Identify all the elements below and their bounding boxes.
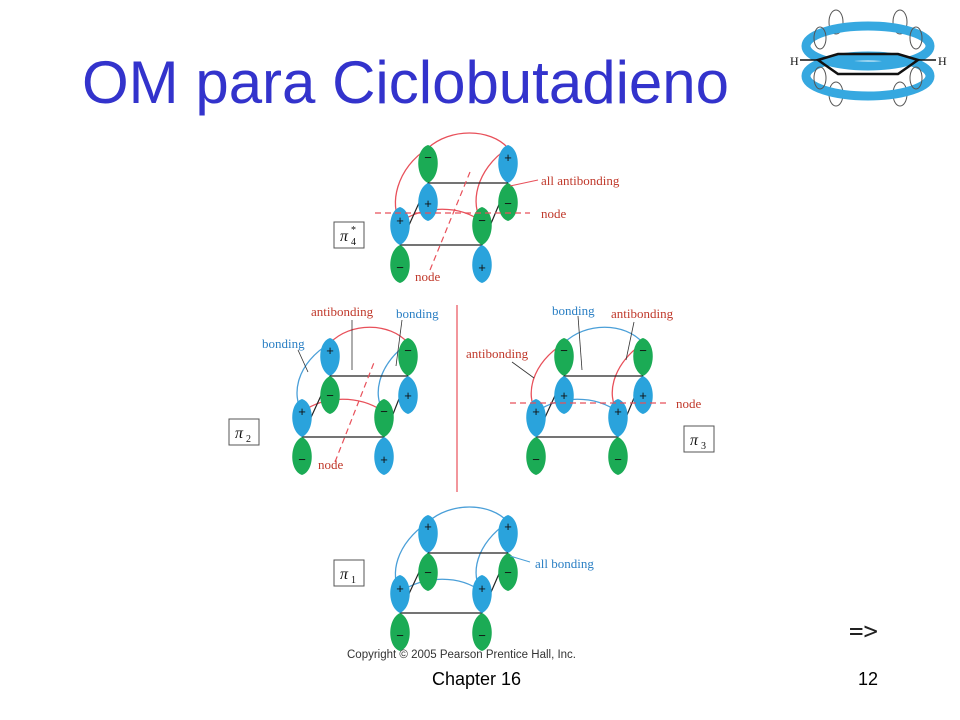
pi4-annot-node-diagonal: node bbox=[415, 269, 441, 284]
sign: − bbox=[478, 213, 486, 228]
sign: − bbox=[639, 343, 647, 358]
pi3-annot-bonding: bonding bbox=[552, 303, 595, 318]
pi3-annot-node: node bbox=[676, 396, 702, 411]
pi1-label: π bbox=[340, 566, 349, 583]
pi2-annot-antibonding: antibonding bbox=[311, 304, 374, 319]
sign: + bbox=[478, 581, 486, 596]
sign: − bbox=[504, 565, 512, 580]
sign: + bbox=[396, 581, 404, 596]
pi2-annot-bonding-left: bonding bbox=[262, 336, 305, 351]
sign: + bbox=[380, 452, 388, 467]
sign: + bbox=[396, 213, 404, 228]
sign: + bbox=[504, 519, 512, 534]
sign: − bbox=[326, 388, 334, 403]
pi3-annot-antibonding-top: antibonding bbox=[611, 306, 674, 321]
sign: − bbox=[424, 150, 432, 165]
sign: − bbox=[478, 628, 486, 643]
copyright-notice: Copyright © 2005 Pearson Prentice Hall, … bbox=[347, 649, 577, 661]
sign: − bbox=[298, 452, 306, 467]
pi2-label-sub: 2 bbox=[246, 434, 251, 445]
footer-page-number: 12 bbox=[858, 669, 879, 689]
pi4-orbital: − + + − + − − + all antibonding node nod… bbox=[333, 132, 620, 284]
pi2-orbital: + − − + + − − + antibonding bonding bond… bbox=[228, 304, 439, 475]
pi3-label-sub: 3 bbox=[701, 441, 706, 452]
pi2-annot-node: node bbox=[318, 457, 344, 472]
pi4-label-sub: 4 bbox=[351, 237, 356, 248]
pi3-annot-antibonding-left: antibonding bbox=[466, 346, 529, 361]
sign: − bbox=[614, 452, 622, 467]
sign: + bbox=[326, 343, 334, 358]
pi1-orbital: + + − − + + − − all bonding π 1 bbox=[333, 506, 594, 651]
pi1-label-sub: 1 bbox=[351, 575, 356, 586]
benzene-pi-logo: H H bbox=[790, 9, 947, 107]
sign: + bbox=[532, 404, 540, 419]
sign: − bbox=[532, 452, 540, 467]
logo-h-left: H bbox=[790, 54, 799, 68]
pi2-label: π bbox=[235, 425, 244, 442]
footer-chapter: Chapter 16 bbox=[432, 669, 522, 689]
sign: + bbox=[424, 519, 432, 534]
next-slide-arrow[interactable]: => bbox=[849, 617, 878, 645]
sign: + bbox=[614, 404, 622, 419]
pi4-label-star: * bbox=[351, 225, 356, 236]
sign: + bbox=[639, 388, 647, 403]
pi4-label: π bbox=[340, 228, 349, 245]
sign: + bbox=[478, 260, 486, 275]
sign: + bbox=[298, 404, 306, 419]
sign: − bbox=[560, 343, 568, 358]
logo-h-right: H bbox=[938, 54, 947, 68]
pi4-annot-node-horizontal: node bbox=[541, 206, 567, 221]
sign: − bbox=[380, 404, 388, 419]
sign: + bbox=[560, 388, 568, 403]
pi3-orbital: − − + + + + − − bonding antibonding anti… bbox=[466, 303, 715, 475]
sign: − bbox=[396, 260, 404, 275]
pi1-annot-all-bonding: all bonding bbox=[535, 556, 594, 571]
pi2-annot-bonding-top: bonding bbox=[396, 306, 439, 321]
slide-title: OM para Ciclobutadieno bbox=[82, 49, 730, 116]
pi3-label: π bbox=[690, 432, 699, 449]
pi4-annot-all-antibonding: all antibonding bbox=[541, 173, 620, 188]
sign: + bbox=[424, 196, 432, 211]
sign: − bbox=[424, 565, 432, 580]
sign: − bbox=[504, 196, 512, 211]
sign: − bbox=[404, 343, 412, 358]
sign: + bbox=[404, 388, 412, 403]
sign: + bbox=[504, 150, 512, 165]
sign: − bbox=[396, 628, 404, 643]
